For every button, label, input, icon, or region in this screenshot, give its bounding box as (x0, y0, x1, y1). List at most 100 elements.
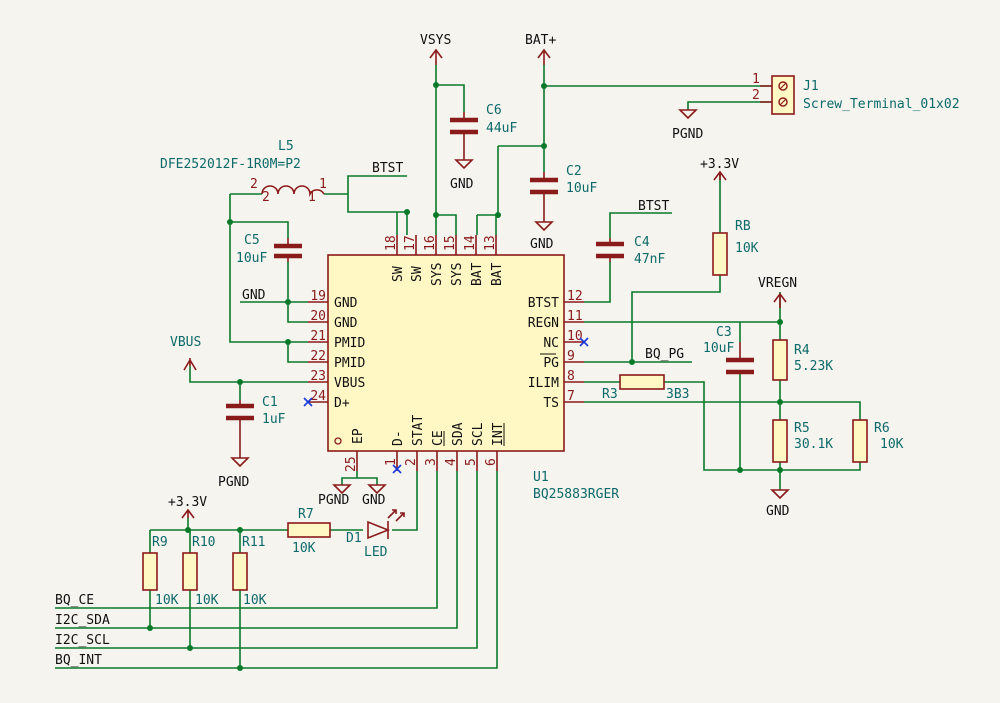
svg-text:2: 2 (752, 88, 760, 103)
resistor-r7[interactable]: R7 10K (287, 507, 331, 556)
gnd-ts: GND (766, 489, 790, 519)
pin-number: 18 (384, 235, 399, 251)
svg-text:1uF: 1uF (262, 412, 286, 427)
pin-name: D- (391, 430, 406, 446)
svg-text:1: 1 (752, 72, 760, 87)
pin-number: 15 (443, 235, 458, 251)
svg-text:C5: C5 (244, 233, 260, 248)
power-3v3-left[interactable]: +3.3V (168, 495, 207, 519)
svg-text:10K: 10K (735, 241, 759, 256)
ic-u1[interactable]: 19 GND 20 GND 21 PMID 22 PMID 23 VBUS 24… (308, 235, 619, 502)
svg-text:C3: C3 (716, 325, 732, 340)
svg-text:+3.3V: +3.3V (168, 495, 207, 510)
svg-text:L5: L5 (278, 139, 294, 154)
resistor-rb[interactable]: RB 10K (712, 219, 759, 276)
pin-number: 25 (344, 456, 359, 472)
svg-text:10uF: 10uF (566, 181, 597, 196)
inductor-l5[interactable]: L5 DFE252012F-1R0M=P2 2 2 1 1 (160, 139, 327, 205)
svg-text:R3: R3 (602, 387, 618, 402)
led-d1[interactable]: D1 LED (346, 509, 405, 560)
no-connect-nc (579, 337, 589, 347)
resistor-r6[interactable]: R6 10K (852, 419, 904, 463)
pin-name: ILIM (528, 376, 559, 391)
pin-number: 10 (567, 329, 583, 344)
pin-number: 20 (310, 309, 326, 324)
power-vregn[interactable]: VREGN (758, 276, 797, 308)
net-label-i2c-scl: I2C_SCL (55, 633, 110, 648)
capacitor-c1[interactable]: C1 1uF (226, 395, 286, 438)
svg-text:R5: R5 (794, 421, 810, 436)
svg-text:C2: C2 (566, 164, 582, 179)
capacitor-c2[interactable]: C2 10uF (530, 164, 597, 208)
resistor-r3[interactable]: R3 3B3 (602, 374, 689, 402)
pin1-marker (334, 437, 342, 445)
pin-name: SDA (451, 422, 466, 446)
pin-number: 21 (310, 329, 326, 344)
svg-text:C6: C6 (486, 103, 502, 118)
svg-text:PGND: PGND (218, 475, 249, 490)
resistor-r10[interactable]: R10 10K (182, 535, 219, 608)
pin-name: BAT (470, 262, 485, 286)
ic-u1-ref: U1 (533, 470, 549, 485)
pin-number: 16 (423, 235, 438, 251)
svg-text:GND: GND (450, 177, 474, 192)
ic-u1-body[interactable] (327, 254, 565, 452)
pin-name: NC (543, 336, 559, 351)
pin-number: 2 (404, 458, 419, 466)
pin-number: 19 (310, 289, 326, 304)
resistor-r11[interactable]: R11 10K (232, 535, 267, 608)
svg-text:BAT+: BAT+ (525, 33, 556, 48)
gnd-c6: GND (450, 150, 474, 192)
power-vbus[interactable]: VBUS (170, 335, 201, 371)
svg-text:5.23K: 5.23K (794, 359, 833, 374)
svg-text:10K: 10K (155, 593, 179, 608)
resistor-r4[interactable]: R4 5.23K (772, 339, 833, 381)
svg-text:PGND: PGND (672, 127, 703, 142)
svg-text:J1: J1 (803, 79, 819, 94)
svg-text:R9: R9 (152, 535, 168, 550)
pin-number: 4 (444, 458, 459, 466)
resistor-r5[interactable]: R5 30.1K (772, 419, 833, 463)
capacitor-c6[interactable]: C6 44uF (450, 103, 517, 150)
pin-name: VBUS (334, 376, 365, 391)
pin-number: 3 (424, 458, 439, 466)
pin-name: STAT (411, 415, 426, 446)
gnd-c2: GND (530, 208, 554, 252)
no-connect-d-minus (392, 464, 402, 474)
svg-text:10uF: 10uF (703, 341, 734, 356)
net-label-bq-pg: BQ_PG (645, 347, 684, 362)
power-bat-plus[interactable]: BAT+ (525, 33, 556, 65)
pin-name: PMID (334, 336, 365, 351)
svg-text:DFE252012F-1R0M=P2: DFE252012F-1R0M=P2 (160, 157, 301, 172)
svg-text:R7: R7 (298, 507, 314, 522)
power-vsys[interactable]: VSYS (420, 33, 451, 65)
connector-j1[interactable]: 1 2 J1 Screw_Terminal_01x02 (752, 72, 960, 115)
svg-text:10K: 10K (243, 593, 267, 608)
power-3v3-right[interactable]: +3.3V (700, 157, 739, 181)
resistor-r9[interactable]: R9 10K (142, 535, 179, 608)
pin-name: BAT (490, 262, 505, 286)
pin-name: SCL (471, 422, 486, 446)
pin-name: SW (391, 266, 406, 282)
pin-name: D+ (334, 396, 350, 411)
svg-text:10K: 10K (292, 541, 316, 556)
svg-text:R6: R6 (874, 421, 890, 436)
capacitor-c3[interactable]: C3 10uF (703, 325, 754, 375)
ic-u1-value: BQ25883RGER (533, 487, 619, 502)
net-label-bq-ce: BQ_CE (55, 593, 94, 608)
junctions (147, 82, 783, 671)
capacitor-c4[interactable]: C4 47nF (596, 235, 665, 267)
svg-text:C4: C4 (634, 235, 650, 250)
pin-name: SYS (430, 263, 445, 286)
svg-text:10K: 10K (195, 593, 219, 608)
pin-name: GND (334, 316, 358, 331)
capacitor-c5[interactable]: C5 10uF (236, 233, 302, 266)
svg-text:D1: D1 (346, 531, 362, 546)
pin-number: 13 (483, 235, 498, 251)
pin-number: 24 (310, 389, 326, 404)
pin-name: PMID (334, 356, 365, 371)
pin-number: 7 (567, 389, 575, 404)
svg-text:R10: R10 (192, 535, 215, 550)
pin-name: SW (410, 266, 425, 282)
pin-name: GND (334, 296, 358, 311)
